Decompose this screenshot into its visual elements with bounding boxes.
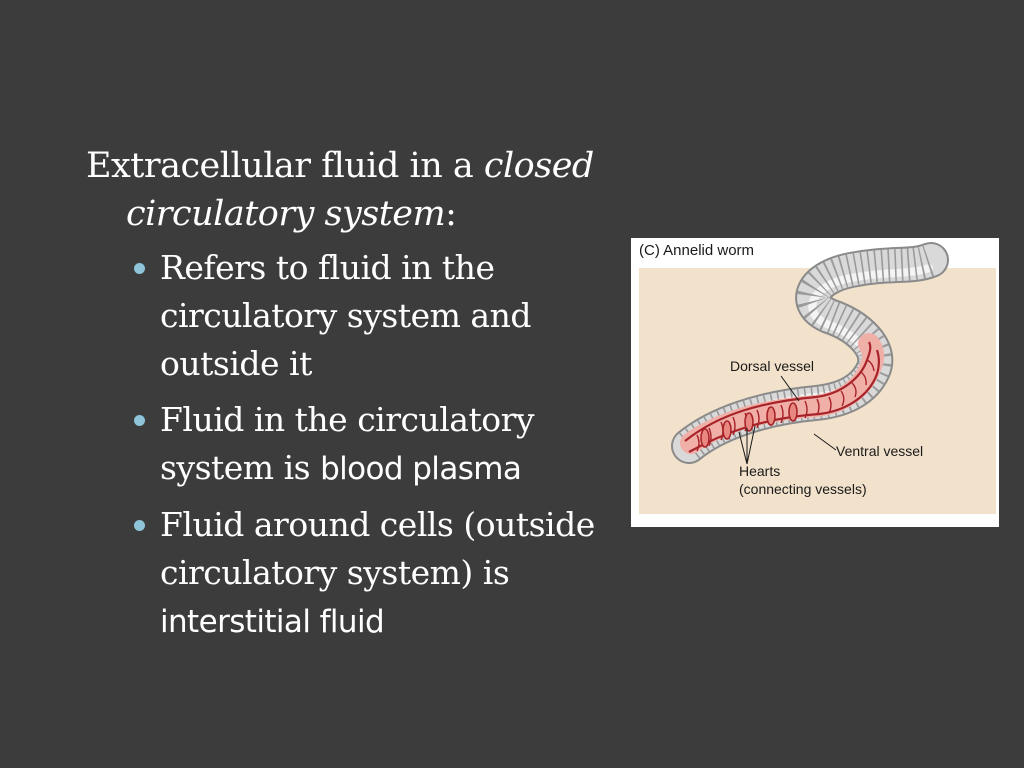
bullet-list: Refers to fluid in the circulatory syste… bbox=[86, 244, 616, 646]
leader-ventral bbox=[813, 433, 837, 451]
bullet-dot-icon bbox=[134, 263, 145, 274]
bullet-text: Fluid in the circulatory system is bbox=[160, 400, 535, 487]
heart-loops bbox=[700, 402, 798, 448]
bullet-emphasis: interstitial fluid bbox=[160, 604, 385, 640]
annelid-figure: (C) Annelid worm bbox=[631, 238, 999, 527]
bullet-dot-icon bbox=[134, 520, 145, 531]
bullet-emphasis: blood plasma bbox=[320, 451, 522, 487]
leader-hearts bbox=[738, 425, 756, 465]
heading-prefix: Extracellular fluid in a bbox=[86, 146, 484, 186]
bullet-dot-icon bbox=[134, 415, 145, 426]
bullet-item: Fluid around cells (outside circulatory … bbox=[132, 501, 616, 646]
heading-emphasis: closed circulatory system bbox=[126, 146, 594, 234]
bullet-text: Fluid around cells (outside circulatory … bbox=[160, 505, 595, 592]
bullet-item: Fluid in the circulatory system is blood… bbox=[132, 396, 616, 493]
heading-suffix: : bbox=[445, 194, 457, 234]
label-ventral-vessel: Ventral vessel bbox=[836, 443, 923, 459]
dorsal-vessel bbox=[684, 341, 872, 442]
leader-dorsal bbox=[780, 375, 800, 402]
slide-heading: Extracellular fluid in a closed circulat… bbox=[86, 142, 616, 238]
bullet-item: Refers to fluid in the circulatory syste… bbox=[132, 244, 616, 388]
figure-caption: (C) Annelid worm bbox=[639, 242, 754, 259]
connecting-vessels bbox=[696, 359, 875, 452]
worm-tissue bbox=[680, 333, 885, 454]
label-hearts-sub: (connecting vessels) bbox=[739, 481, 867, 497]
annelid-illustration: (C) Annelid worm bbox=[639, 242, 996, 514]
bullet-text: Refers to fluid in the circulatory syste… bbox=[160, 248, 531, 383]
label-dorsal-vessel: Dorsal vessel bbox=[730, 358, 814, 374]
label-hearts: Hearts bbox=[739, 463, 780, 479]
slide-content: Extracellular fluid in a closed circulat… bbox=[86, 142, 616, 654]
